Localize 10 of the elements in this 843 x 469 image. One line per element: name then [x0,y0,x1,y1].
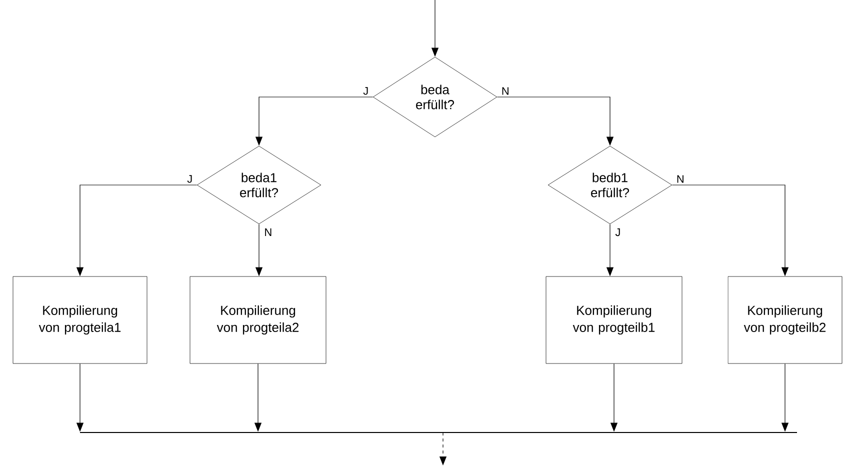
process-box: Kompilierung von progteilb1 [546,276,682,364]
process-box: Kompilierung von progteilb2 [728,276,842,364]
edge-label: J [186,174,194,184]
process-box: Kompilierung von progteila2 [190,276,326,364]
edge-label: N [675,174,686,184]
edge-label: J [362,86,370,96]
edge-label: N [263,227,274,237]
edge-label: J [614,227,622,238]
edge-label: N [500,86,510,96]
process-box: Kompilierung von progteila1 [12,276,148,364]
